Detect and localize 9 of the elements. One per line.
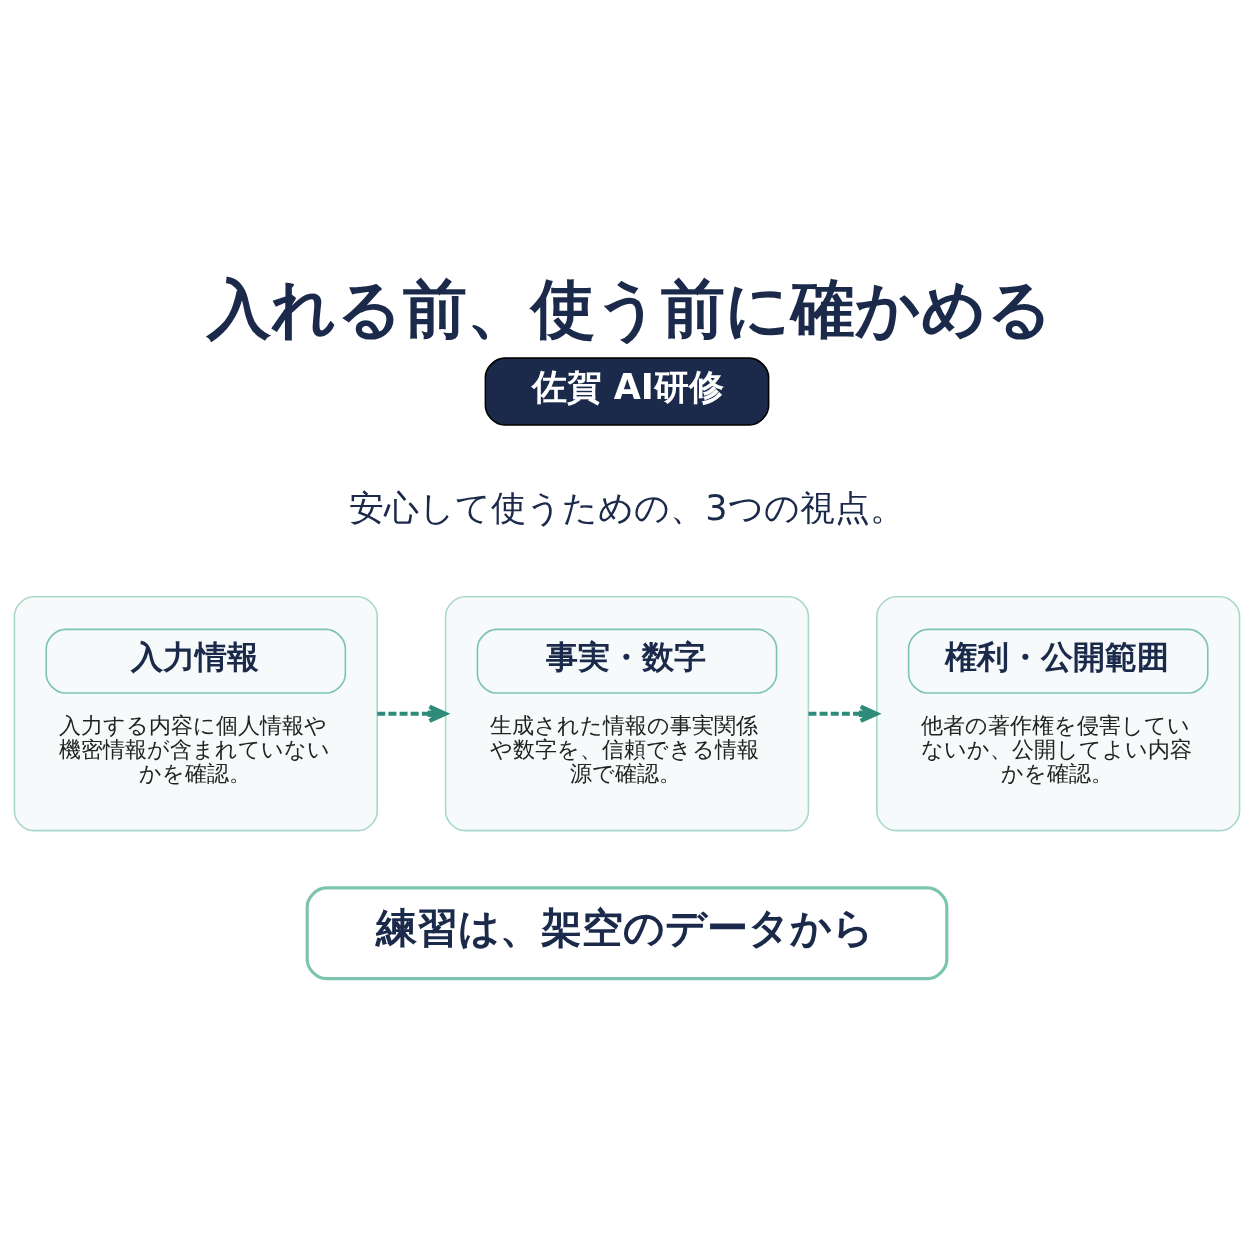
node-box: 練習は、架空のデータから [305, 886, 949, 981]
node-box: 佐賀 AI研修 [484, 357, 770, 426]
node-box: 事実・数字 生成された情報の事実関係や数字を、信頼できる情報源で確認。 [444, 595, 810, 832]
node-box: 入力情報 入力する内容に個人情報や機密情報が含まれていないかを確認。 [13, 595, 378, 832]
label: 安心して使うための、3つの視点。 [349, 487, 905, 528]
diagram-title: 入れる前、使う前に確かめる [206, 272, 1053, 347]
arrow [808, 704, 879, 723]
arrow [377, 704, 448, 723]
node-box: 権利・公開範囲 他者の著作権を侵害していないか、公開してよい内容かを確認。 [876, 595, 1241, 832]
